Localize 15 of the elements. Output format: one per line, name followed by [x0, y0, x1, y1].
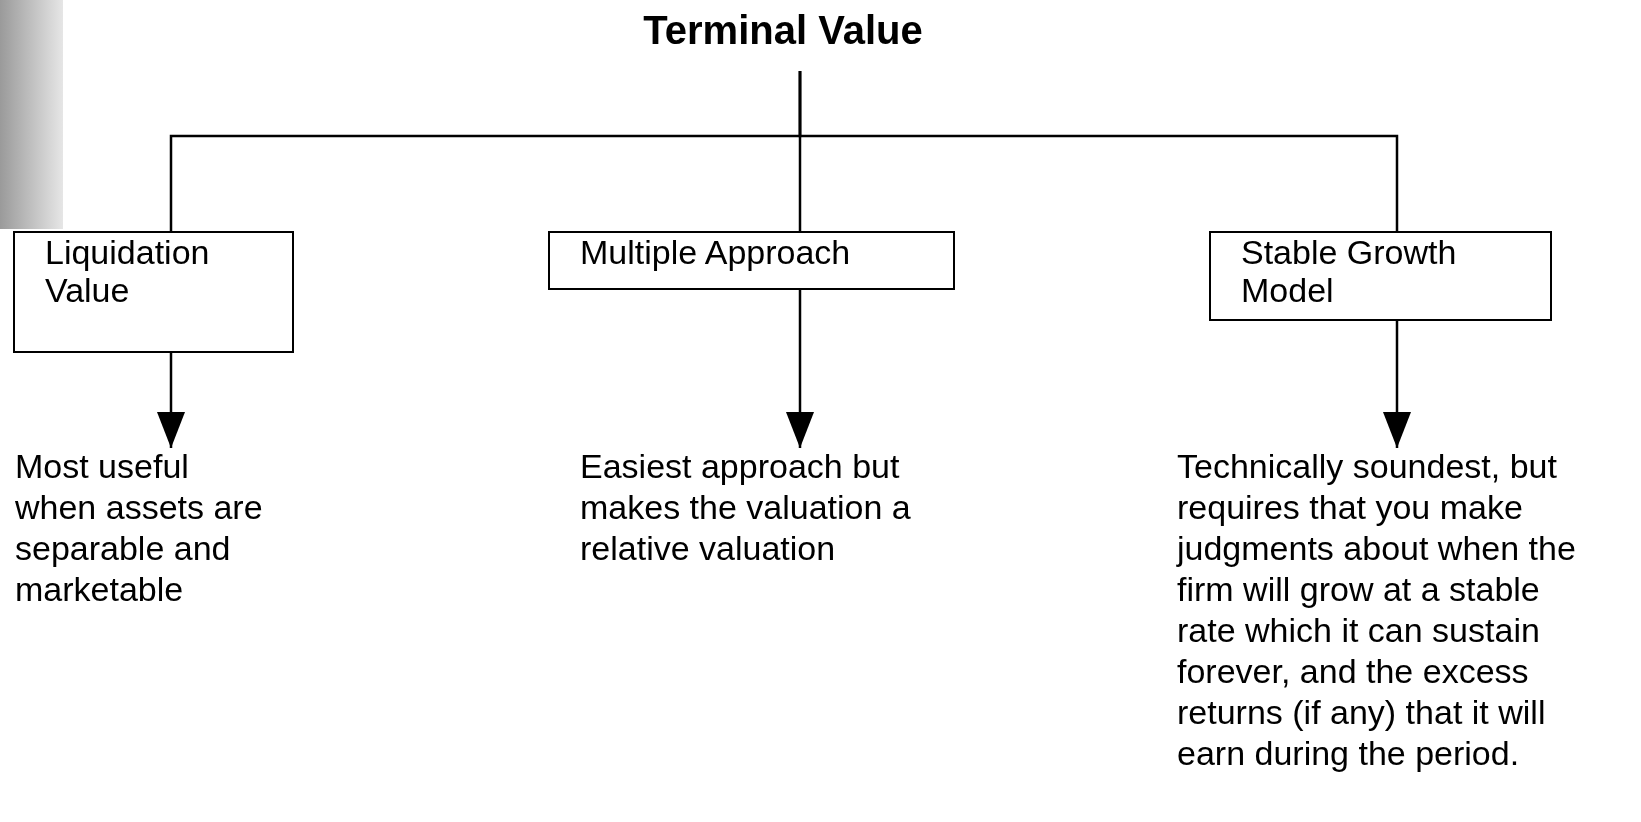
arrow: [786, 290, 814, 448]
box-label: Liquidation Value: [45, 233, 211, 309]
box-label: Stable Growth Model: [1241, 233, 1458, 309]
category-box: [13, 231, 294, 353]
arrow: [1383, 321, 1411, 448]
description-text: Technically soundest, but requires that you make judgments about when the firm will grow at a stable rate which it can sustain forever, and the excess returns (if any) that it will earn during the period.: [1177, 446, 1607, 774]
connector-line: [798, 71, 1399, 231]
box-label: Multiple Approach: [580, 233, 852, 271]
side-bar: [0, 0, 63, 229]
diagram-title: Terminal Value: [643, 7, 923, 54]
category-box: [1209, 231, 1552, 321]
description-text: Most useful when assets are separable and marketable: [15, 446, 277, 610]
description-text: Easiest approach but makes the valuation a relative valuation: [580, 446, 980, 569]
arrow: [157, 353, 185, 448]
category-box: [548, 231, 955, 290]
